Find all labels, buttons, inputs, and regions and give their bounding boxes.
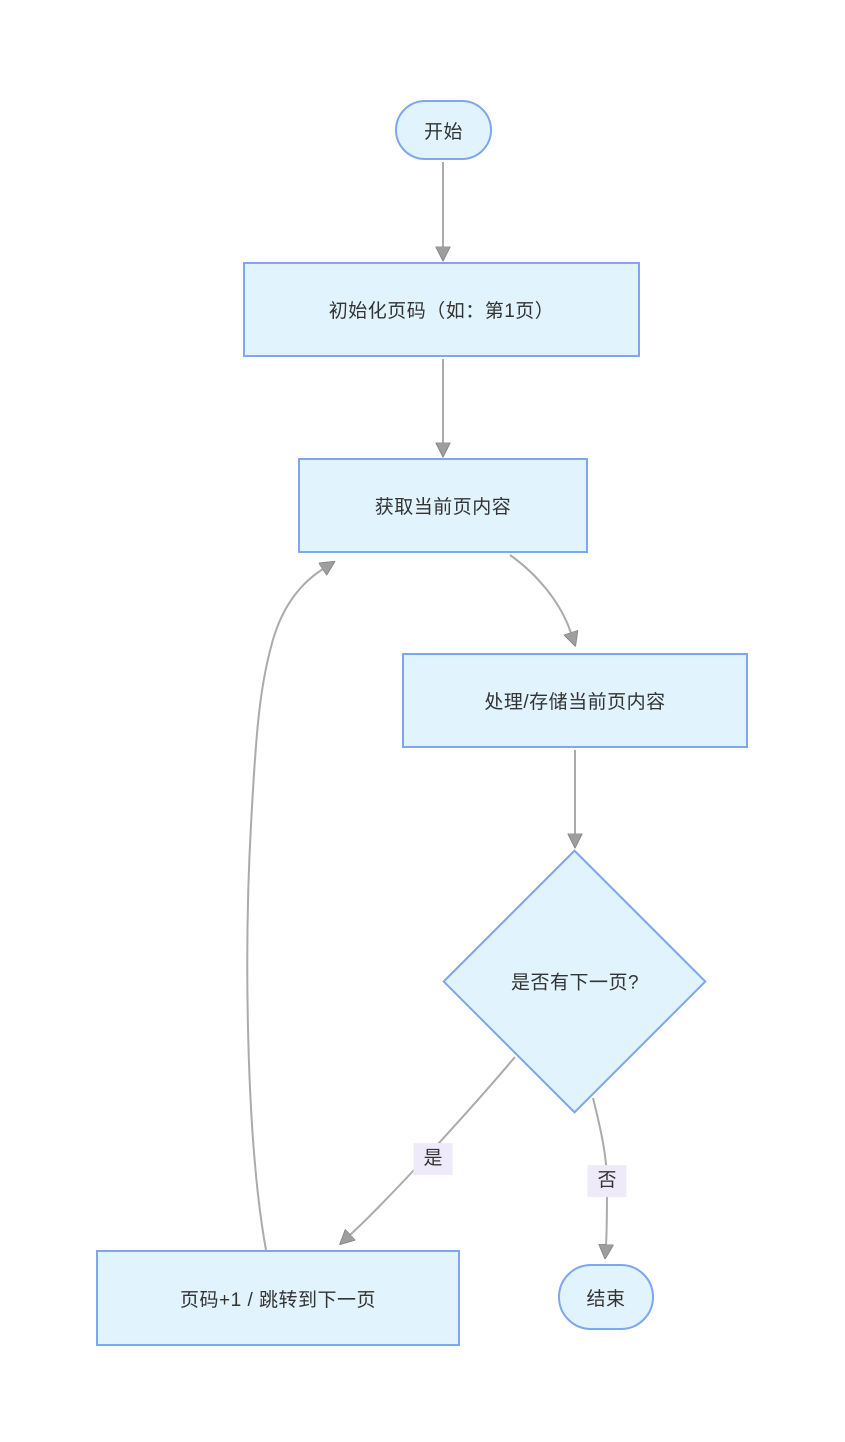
node-decision-label: 是否有下一页? xyxy=(510,972,640,994)
edge-next-loop-to-fetch xyxy=(246,569,323,1251)
node-next-page-label: 页码+1 / 跳转到下一页 xyxy=(180,1289,376,1311)
node-process-store: 处理/存储当前页内容 xyxy=(402,653,748,748)
node-process-store-label: 处理/存储当前页内容 xyxy=(484,692,666,713)
node-end: 结束 xyxy=(558,1264,654,1330)
node-fetch-page: 获取当前页内容 xyxy=(298,458,588,553)
edge-label-no: 否 xyxy=(587,1165,627,1197)
node-init-page-label: 初始化页码（如：第1页） xyxy=(328,301,555,322)
node-fetch-page-label: 获取当前页内容 xyxy=(374,497,512,518)
node-end-label: 结束 xyxy=(586,1288,626,1310)
node-init-page: 初始化页码（如：第1页） xyxy=(243,262,640,357)
node-next-page: 页码+1 / 跳转到下一页 xyxy=(96,1250,460,1346)
edge-label-yes: 是 xyxy=(413,1143,453,1175)
node-start-label: 开始 xyxy=(423,121,463,143)
node-start: 开始 xyxy=(395,100,492,160)
edge-fetch-to-process xyxy=(509,554,571,633)
